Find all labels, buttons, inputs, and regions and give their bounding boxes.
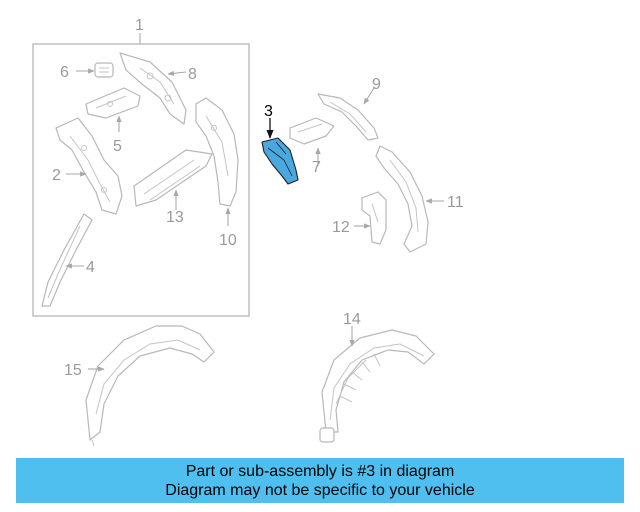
part-4[interactable] — [41, 213, 93, 307]
part-9[interactable] — [317, 93, 379, 141]
part-8[interactable] — [119, 52, 187, 125]
banner-line-1: Part or sub-assembly is #3 in diagram — [185, 462, 455, 480]
part-2[interactable] — [55, 117, 123, 215]
part-11[interactable] — [375, 145, 429, 253]
callout-15: 15 — [64, 362, 82, 379]
assembly-box — [32, 43, 250, 317]
part-3-highlighted[interactable] — [261, 137, 299, 185]
callout-3: 3 — [264, 103, 273, 120]
part-14[interactable] — [319, 329, 435, 443]
callout-11: 11 — [447, 194, 464, 211]
part-7[interactable] — [289, 117, 335, 145]
callout-8: 8 — [188, 66, 197, 83]
part-15[interactable] — [85, 325, 215, 447]
callout-1: 1 — [135, 17, 144, 34]
callout-10: 10 — [219, 232, 237, 249]
part-6[interactable] — [94, 62, 114, 78]
part-13[interactable] — [133, 149, 213, 207]
callout-5: 5 — [113, 138, 122, 155]
callout-12: 12 — [332, 219, 350, 236]
callout-6: 6 — [60, 64, 69, 81]
part-10[interactable] — [195, 97, 239, 207]
banner-line-2: Diagram may not be specific to your vehi… — [165, 481, 475, 499]
callout-14: 14 — [343, 311, 361, 328]
part-12[interactable] — [361, 191, 387, 245]
callout-13: 13 — [166, 209, 184, 226]
callout-4: 4 — [86, 259, 95, 276]
callout-9: 9 — [372, 76, 381, 93]
info-banner: Part or sub-assembly is #3 in diagram Di… — [16, 458, 624, 503]
callout-7: 7 — [312, 159, 321, 176]
callout-2: 2 — [52, 167, 61, 184]
part-5[interactable] — [85, 87, 141, 119]
